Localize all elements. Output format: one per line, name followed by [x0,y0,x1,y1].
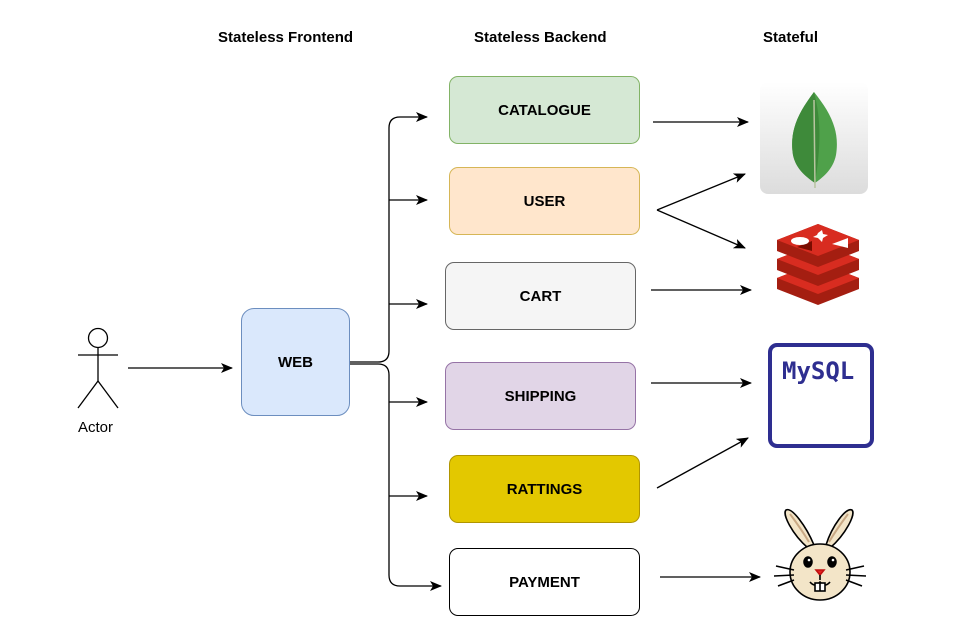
arrow-web-to-catalogue [350,112,428,363]
mysql-icon [768,343,874,448]
rabbit-icon [773,509,867,601]
service-user[interactable]: USER [449,167,640,235]
redis-icon [777,224,859,305]
web-frontend-box[interactable]: WEB [241,308,350,416]
arrow-user-to-mongodb [656,173,746,211]
actor-icon [77,327,119,409]
mongodb-icon [760,82,868,194]
mysql-label: MySQL [782,357,855,385]
actor-label: Actor [78,419,114,436]
header-stateless-frontend: Stateless Frontend [218,29,354,46]
header-stateful: Stateful [763,29,819,46]
arrow-web-to-shipping [350,363,442,591]
service-ratings[interactable]: RATTINGS [449,455,640,523]
service-catalogue[interactable]: CATALOGUE [449,76,640,144]
header-stateless-backend: Stateless Backend [474,29,607,46]
arrow-ratings-to-mysql [656,437,749,489]
datastore-arrows [651,117,761,582]
arrow-user-to-redis [656,209,746,249]
service-payment[interactable]: PAYMENT [449,548,640,616]
service-shipping[interactable]: SHIPPING [445,362,636,430]
service-cart[interactable]: CART [445,262,636,330]
web-fanout-arrows [350,112,442,591]
